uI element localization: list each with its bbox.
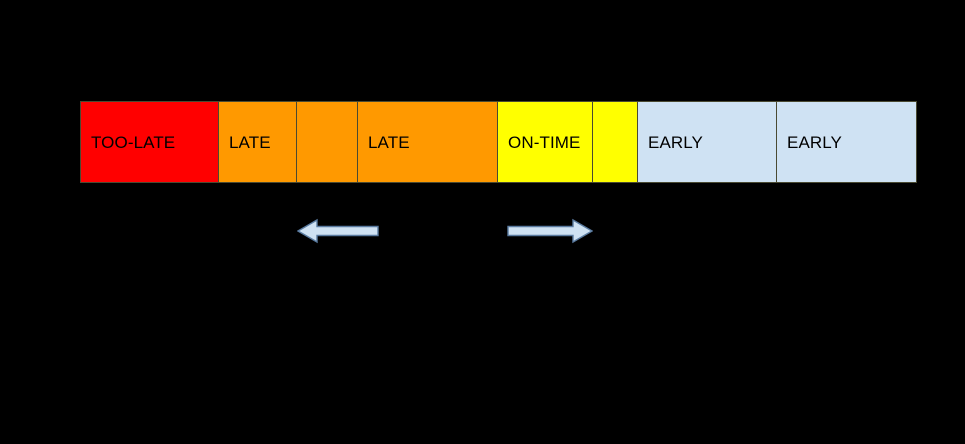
band-segment-label: EARLY	[648, 132, 703, 152]
band-segment-early-7: EARLY	[777, 102, 916, 182]
band-segment-late-1: LATE	[219, 102, 297, 182]
band-segment-on-time-5	[593, 102, 638, 182]
arrow-left-icon	[297, 216, 379, 246]
band-segment-late-3: LATE	[358, 102, 498, 182]
band-segment-on-time-4: ON-TIME	[498, 102, 593, 182]
band-segment-label: ON-TIME	[508, 132, 581, 152]
band-segment-label: LATE	[229, 132, 271, 152]
arrow-right-icon	[507, 216, 593, 246]
band-segment-label: EARLY	[787, 132, 842, 152]
band-segment-early-6: EARLY	[638, 102, 777, 182]
band-segment-label: LATE	[368, 132, 410, 152]
band-segment-label: TOO-LATE	[91, 132, 176, 152]
band-segment-too-late-0: TOO-LATE	[81, 102, 219, 182]
timing-band-scale: TOO-LATE LATE LATE ON-TIME EARLY EARLY	[80, 101, 917, 183]
band-segment-late-2	[297, 102, 358, 182]
